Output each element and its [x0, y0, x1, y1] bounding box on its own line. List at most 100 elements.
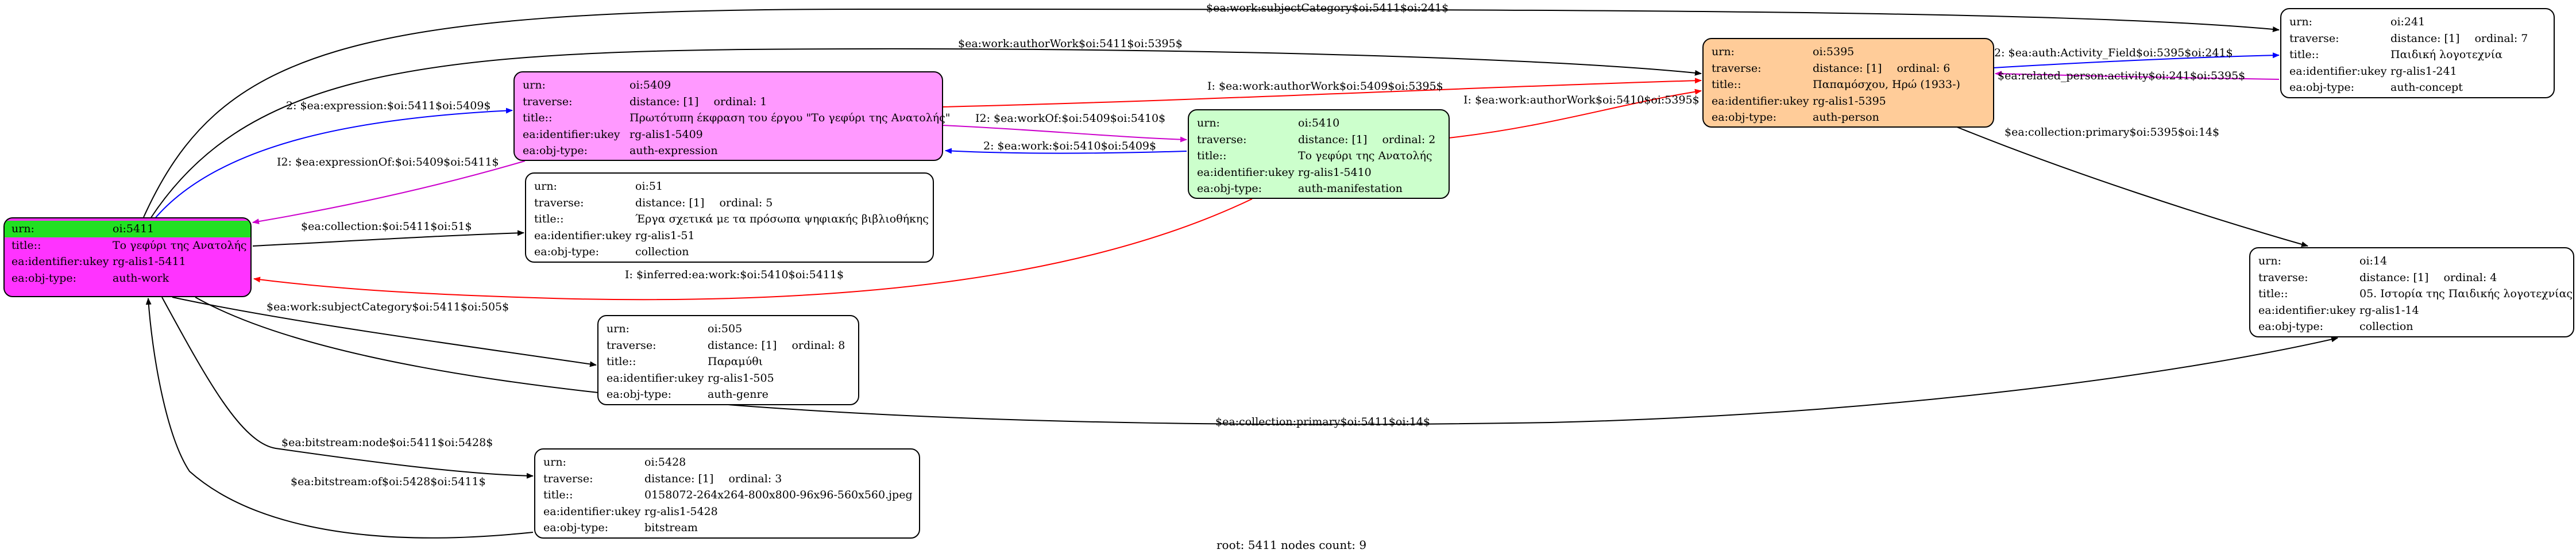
node-505[interactable]: urn:oi:505 traverse:distance: [1]ordinal… [597, 315, 859, 405]
field-label: urn: [607, 322, 629, 336]
ordinal-value: ordinal: 7 [2474, 32, 2528, 45]
node-row: ea:obj-type:auth-concept [2289, 79, 2548, 96]
distance-value: distance: [1] [629, 95, 699, 108]
node-5411[interactable]: urn: oi:5411 title:: Το γεφύρι της Ανατο… [3, 217, 252, 297]
node-row: traverse: distance: [1] ordinal: 7 [2289, 30, 2548, 47]
field-label: ea:identifier:ukey [11, 255, 109, 268]
edge-label-activity: 2: $ea:auth:Activity_Field$oi:5395$oi:24… [1994, 47, 2233, 59]
field-label: ea:obj-type: [607, 388, 672, 401]
node-row: urn:oi:51 [534, 178, 927, 195]
ordinal-value: ordinal: 4 [2443, 271, 2497, 284]
ukey-value: rg-alis1-505 [708, 371, 774, 385]
edge-label-subjectcategory-241: $ea:work:subjectCategory$oi:5411$oi:241$ [1206, 2, 1449, 14]
urn-value: oi:5395 [1813, 45, 1855, 59]
type-value: auth-concept [2390, 81, 2463, 94]
urn-value: oi:5409 [629, 79, 671, 92]
title-value: Παιδική λογοτεχνία [2390, 48, 2503, 62]
type-value: auth-person [1813, 111, 1879, 124]
type-value: auth-work [113, 271, 169, 285]
field-label: urn: [2258, 255, 2281, 268]
field-label: title:: [2258, 287, 2288, 301]
urn-value: oi:241 [2390, 16, 2426, 29]
title-value: Το γεφύρι της Ανατολής [1298, 149, 1432, 163]
urn-value: oi:14 [2359, 255, 2388, 268]
edge-bitstream-node [161, 297, 534, 479]
node-5395[interactable]: urn:oi:5395 traverse:distance: [1]ordina… [1702, 38, 1994, 128]
ukey-value: rg-alis1-241 [2390, 64, 2457, 78]
node-5411-type-row: ea:obj-type: auth-work [5, 270, 250, 287]
node-row: traverse:distance: [1]ordinal: 2 [1197, 132, 1443, 148]
field-label: title:: [1197, 149, 1227, 163]
edge-label-primary-5395: $ea:collection:primary$oi:5395$oi:14$ [2005, 126, 2219, 139]
edge-label-collection-51: $ea:collection:$oi:5411$oi:51$ [301, 220, 472, 233]
node-row: title::Παιδική λογοτεχνία [2289, 47, 2548, 63]
field-label: ea:obj-type: [523, 144, 588, 158]
edge-subjectcategory-241 [143, 8, 2280, 218]
node-241[interactable]: urn:oi:241 traverse:distance: [1]ordinal… [2280, 8, 2555, 98]
field-label: ea:identifier:ukey [1712, 94, 1809, 107]
node-5428[interactable]: urn:oi:5428 traverse:distance: [1]ordina… [534, 448, 920, 539]
edge-subjectcategory-505 [172, 297, 597, 367]
field-label: urn: [11, 222, 34, 236]
title-value: Παπαμόσχου, Ηρώ (1933-) [1813, 78, 1960, 91]
node-14[interactable]: urn:oi:14 traverse:distance: [1]ordinal:… [2249, 247, 2574, 337]
type-value: auth-expression [629, 144, 718, 158]
field-label: ea:identifier:ukey [523, 128, 620, 141]
field-label: ea:obj-type: [534, 245, 600, 259]
ukey-value: rg-alis1-5409 [629, 128, 703, 141]
distance-value: distance: [1] [635, 196, 705, 209]
edge-label-authorwork-5410: I: $ea:work:authorWork$oi:5410$oi:5395$ [1463, 94, 1700, 106]
traverse-value: distance: [1]ordinal: 8 [708, 339, 845, 352]
node-row: title::0158072-264x264-800x800-96x96-560… [543, 487, 913, 504]
field-label: title:: [523, 112, 553, 125]
node-row: title::05. Ιστορία της Παιδικής λογοτεχν… [2258, 286, 2573, 302]
node-51[interactable]: urn:oi:51 traverse:distance: [1]ordinal:… [525, 172, 934, 263]
ordinal-value: ordinal: 2 [1382, 133, 1436, 146]
edge-work-5410 [945, 148, 1187, 154]
field-label: ea:obj-type: [11, 271, 77, 285]
ukey-value: rg-alis1-5428 [644, 505, 718, 518]
distance-value: distance: [1] [2390, 32, 2460, 45]
traverse-value: distance: [1] ordinal: 1 [629, 95, 767, 108]
node-row: ea:obj-type:collection [534, 244, 927, 260]
node-5409[interactable]: urn:oi:5409 traverse: distance: [1] ordina… [513, 71, 951, 161]
title-value: Έργα σχετικά με τα πρόσωπα ψηφιακής βιβλ… [635, 213, 929, 226]
node-5410[interactable]: urn:oi:5410 traverse:distance: [1]ordina… [1188, 109, 1450, 199]
edge-label-authorwork-5411: $ea:work:authorWork$oi:5411$oi:5395$ [958, 37, 1183, 50]
type-value: auth-manifestation [1298, 182, 1403, 195]
node-row: urn:oi:5410 [1197, 115, 1443, 132]
node-row: urn:oi:5428 [543, 454, 913, 471]
field-label: title:: [1712, 78, 1741, 91]
field-label: ea:obj-type: [1712, 111, 1777, 124]
node-row: ea:obj-type:collection [2258, 318, 2567, 335]
field-label: traverse: [523, 95, 573, 108]
edge-label-primary-5411: $ea:collection:primary$oi:5411$oi:14$ [1215, 416, 1430, 428]
node-row: urn:oi:5409 [523, 77, 936, 94]
node-row: ea:obj-type: auth-person [1712, 109, 1987, 126]
ordinal-value: ordinal: 1 [713, 95, 767, 108]
field-label: ea:obj-type: [1197, 182, 1262, 195]
field-label: ea:obj-type: [543, 521, 609, 535]
field-label: urn: [543, 456, 566, 469]
traverse-value: distance: [1]ordinal: 5 [635, 197, 773, 209]
edge-label-expression: 2: $ea:expression:$oi:5411$oi:5409$ [286, 99, 491, 112]
ordinal-value: ordinal: 3 [728, 472, 782, 485]
node-row: title::Παραμύθι [607, 354, 852, 370]
edge-expressionof [252, 160, 526, 225]
field-label: traverse: [1712, 62, 1762, 75]
ukey-value: rg-alis1-5410 [1298, 166, 1372, 179]
field-label: traverse: [2289, 32, 2339, 45]
field-label: title:: [2289, 48, 2319, 62]
urn-value: oi:505 [708, 322, 743, 336]
ukey-value: rg-alis1-14 [2359, 304, 2419, 317]
title-value: Πρωτότυπη έκφραση του έργου "Το γεφύρι τ… [629, 112, 951, 125]
edge-authorwork-5411 [150, 48, 1702, 219]
edge-expression [153, 107, 513, 220]
field-label: ea:obj-type: [2258, 320, 2324, 333]
node-5411-urn-row: urn: oi:5411 [5, 221, 250, 237]
field-label: title:: [11, 239, 41, 252]
